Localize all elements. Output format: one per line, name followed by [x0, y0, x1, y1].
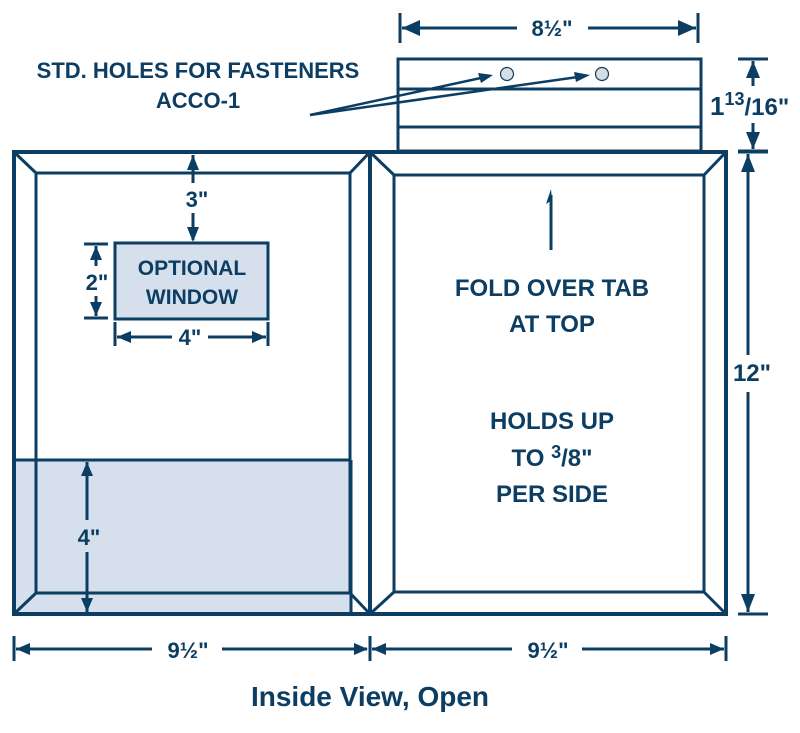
arrowhead-right: [678, 20, 696, 36]
window-label-line1: OPTIONAL: [138, 257, 247, 280]
fold-label-line2: AT TOP: [509, 311, 595, 338]
window-outline: [113, 241, 270, 321]
fasteners-label-line2: ACCO-1: [156, 88, 240, 113]
tab-height-label: 113/16": [710, 89, 789, 121]
window-label-line2: WINDOW: [146, 286, 238, 309]
pocket-shade: [14, 460, 351, 614]
window-offset-dimension: 3": [186, 155, 209, 242]
fastener-callout-leaders: [309, 72, 590, 117]
leader-line-right: [309, 74, 586, 117]
arrowhead-left: [117, 331, 131, 343]
tab-width-dimension: 8½": [398, 13, 700, 43]
holds-fraction: /8": [561, 445, 592, 472]
arrowhead-down: [90, 302, 102, 316]
leader-line-left: [309, 74, 491, 117]
arrowhead-left: [372, 643, 386, 655]
holds-label-line1: HOLDS UP: [490, 408, 614, 435]
arrowhead-up: [187, 155, 199, 170]
arrowhead-right: [710, 643, 724, 655]
arrowhead-up: [90, 246, 102, 260]
tab-height-fraction: /16": [745, 94, 790, 121]
arrowhead-up: [81, 462, 93, 476]
right-panel-inner: [392, 173, 706, 594]
arrowhead-left: [402, 20, 420, 36]
right-panel: [368, 150, 728, 616]
arrowhead-right: [252, 331, 266, 343]
right-panel-outline: [368, 150, 728, 616]
arrowhead-up: [741, 154, 755, 172]
tab-height-whole: 1: [710, 91, 724, 121]
panel-height-dimension: 12": [733, 150, 771, 616]
arrowhead-down: [187, 227, 199, 242]
arrowhead-up: [746, 61, 760, 78]
fold-arrowhead: [546, 189, 552, 204]
arrowhead-down: [741, 594, 755, 612]
window-fill: [115, 243, 268, 319]
right-width-dimension: 9½": [368, 636, 728, 663]
tab-width-label: 8½": [531, 16, 572, 41]
bevel-tl: [12, 150, 38, 175]
window-height-label: 2": [86, 270, 109, 295]
right-width-label: 9½": [527, 638, 568, 663]
leader-arrowhead-left: [478, 73, 493, 83]
arrowhead-left: [16, 643, 30, 655]
window-offset-label: 3": [186, 187, 209, 212]
arrowhead-right: [354, 643, 368, 655]
holds-label-line2: TO 3/8": [512, 442, 593, 472]
fold-label-line1: FOLD OVER TAB: [455, 275, 649, 302]
left-width-dimension: 9½": [12, 636, 368, 663]
pocket-height-label: 4": [78, 525, 101, 550]
bevel-tr: [702, 150, 728, 177]
arrowhead-down: [81, 598, 93, 612]
diagram-caption: Inside View, Open: [251, 681, 489, 712]
holds-label-line3: PER SIDE: [496, 481, 608, 508]
arrowhead-down: [746, 132, 760, 149]
window-width-label: 4": [179, 325, 202, 350]
pocket-height-dimension: 4": [78, 462, 101, 612]
window-width-dimension: 4": [113, 322, 270, 350]
holds-prefix: TO: [512, 445, 552, 472]
bevel-tr: [348, 150, 372, 175]
fastener-tab: [396, 57, 703, 153]
panel-height-label: 12": [733, 360, 771, 387]
fastener-hole-left: [499, 66, 515, 82]
bevel-bl: [12, 591, 38, 616]
holds-numerator: 3: [551, 442, 561, 462]
bevel-br: [702, 590, 728, 616]
fold-over-arrow: [546, 189, 553, 250]
tab-outline: [396, 57, 703, 153]
left-width-label: 9½": [167, 638, 208, 663]
optional-window: OPTIONAL WINDOW: [113, 241, 270, 321]
fasteners-label-line1: STD. HOLES FOR FASTENERS: [37, 58, 360, 83]
fastener-hole-right: [594, 66, 610, 82]
tab-height-numerator: 13: [724, 89, 744, 109]
bevel-tl: [368, 150, 396, 177]
leader-arrowhead-right: [574, 72, 590, 82]
window-height-dimension: 2": [84, 242, 109, 320]
bevel-bl: [368, 590, 396, 616]
tab-height-dimension: 113/16": [710, 57, 789, 153]
bevel-br: [348, 591, 372, 616]
